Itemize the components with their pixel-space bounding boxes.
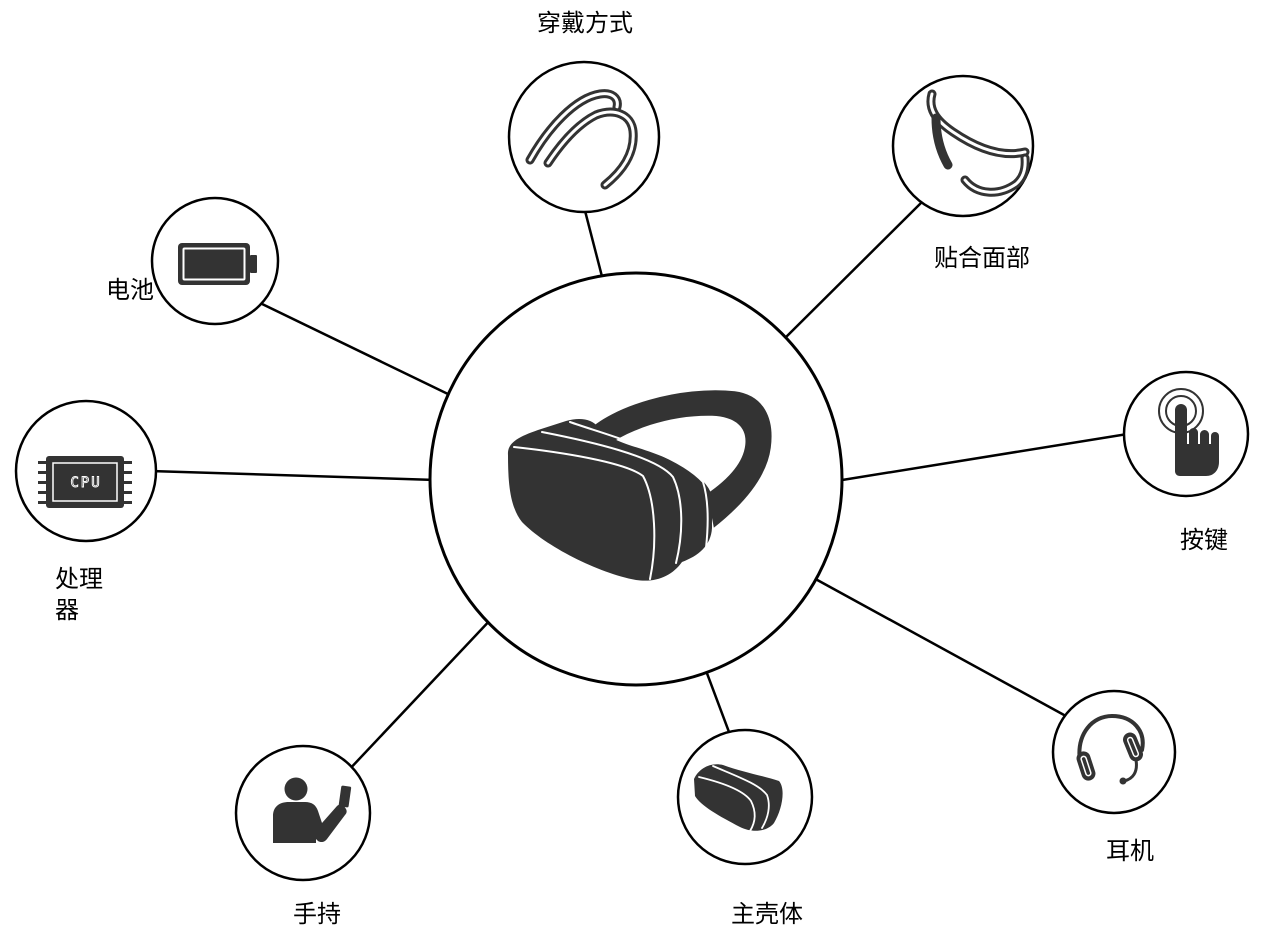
chip-body [46,456,124,508]
person-head [284,777,308,801]
node-earphones [1051,689,1177,815]
left-ear-cup-highlight [1080,755,1092,777]
node-processor: CPU [14,399,158,543]
battery-body [178,243,250,285]
chip-pins [38,461,132,504]
node-buttons [1122,370,1250,498]
headband-strap-icon [525,89,638,190]
connector-earphones [809,574,1076,723]
shell-cushion-edge [712,765,770,829]
index-finger [1175,404,1187,450]
connector-buttons [835,430,1141,483]
label-main-shell: 主壳体 [731,900,803,928]
headset-cushion-edge [569,421,709,549]
palm [1175,444,1219,476]
headset-body [507,419,712,581]
label-face-fit: 贴合面部 [934,244,1030,272]
node-face-fit [891,74,1035,218]
handheld-person-icon [273,777,352,843]
side-strap-core [546,110,635,187]
headset-band [1077,713,1145,764]
top-strap-core [528,92,619,162]
node-handheld [234,744,372,882]
battery-terminal [250,255,257,273]
person-body [273,802,347,843]
headset-icon [1076,713,1145,785]
label-buttons: 按键 [1180,526,1228,554]
chip-label: CPU [70,475,101,491]
cpu-chip-icon: CPU [38,456,132,508]
node-circle-face-fit [891,74,1035,218]
vr-shell-icon [694,764,783,832]
connector-handheld [345,615,495,774]
headset-strap [583,387,774,532]
vr-headset-icon [507,387,774,581]
touch-button-icon [1158,388,1219,476]
center-node [428,271,844,687]
connector-lines [149,198,1141,774]
battery-inner-frame [182,247,246,281]
connector-face-fit [777,198,926,346]
label-processor: 处理器 [55,565,103,624]
label-handheld: 手持 [293,900,341,928]
handheld-device [338,785,352,808]
node-main-shell [676,728,814,866]
mic-tip [1119,777,1127,785]
headset-layer-edge [541,431,683,564]
cushion-side [931,113,953,170]
shell-front-edge [698,776,756,832]
label-wearing-method: 穿戴方式 [537,9,633,37]
connector-processor [149,469,437,482]
cushion-lower-core [963,156,1027,194]
label-earphones: 耳机 [1106,837,1154,865]
right-ear-cup-highlight [1126,736,1140,758]
chip-inner-frame [52,462,118,502]
cushion-upper-core [929,92,1027,156]
label-battery: 电池 [106,276,154,304]
face-cushion-icon [926,89,1030,197]
node-wearing-method [507,60,661,214]
headset-front-edge [513,446,656,580]
node-battery [150,196,280,326]
connector-battery [257,300,451,397]
node-circle-earphones [1051,689,1177,815]
battery-icon [178,243,257,285]
